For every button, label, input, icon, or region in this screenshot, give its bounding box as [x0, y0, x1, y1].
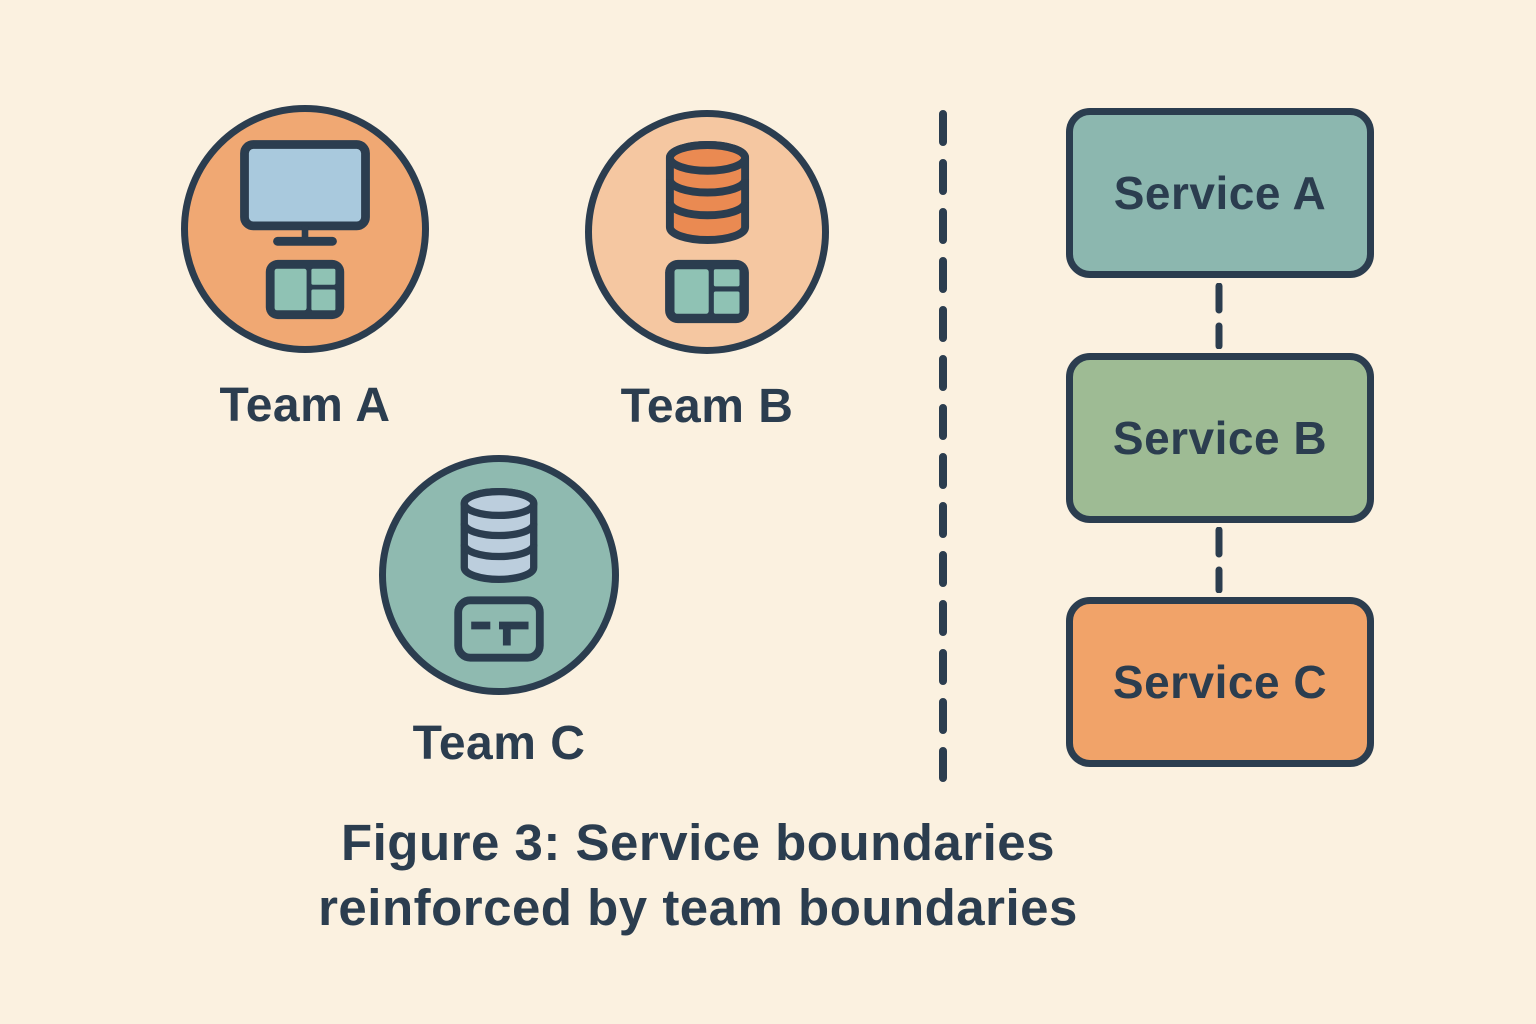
connector-a-b-dashed-line	[1215, 283, 1223, 349]
boundary-divider-dashed-line	[939, 110, 947, 782]
database-icon	[665, 140, 749, 244]
service-b-label: Service B	[1112, 412, 1328, 464]
service-a-label: Service A	[1113, 167, 1327, 219]
database-icon	[460, 488, 538, 583]
service-a-box: Service A	[1066, 108, 1374, 278]
layout-grid-icon	[265, 259, 345, 319]
team-b-circle	[585, 110, 829, 354]
team-b-label: Team B	[620, 380, 794, 433]
figure-caption: Figure 3: Service boundaries reinforced …	[268, 810, 1128, 941]
service-c-box: Service C	[1066, 597, 1374, 767]
team-a-circle	[181, 105, 429, 353]
team-c-circle	[379, 455, 619, 695]
service-b-box: Service B	[1066, 353, 1374, 523]
panel-icon	[454, 596, 544, 662]
service-c-label: Service C	[1112, 656, 1328, 708]
figure-caption-line2: reinforced by team boundaries	[318, 879, 1078, 937]
layout-grid-icon	[665, 259, 749, 323]
connector-b-c-dashed-line	[1215, 527, 1223, 593]
monitor-icon	[240, 139, 370, 246]
figure-caption-line1: Figure 3: Service boundaries	[340, 814, 1056, 871]
team-c-label: Team C	[412, 717, 586, 770]
team-a-label: Team A	[219, 379, 391, 432]
